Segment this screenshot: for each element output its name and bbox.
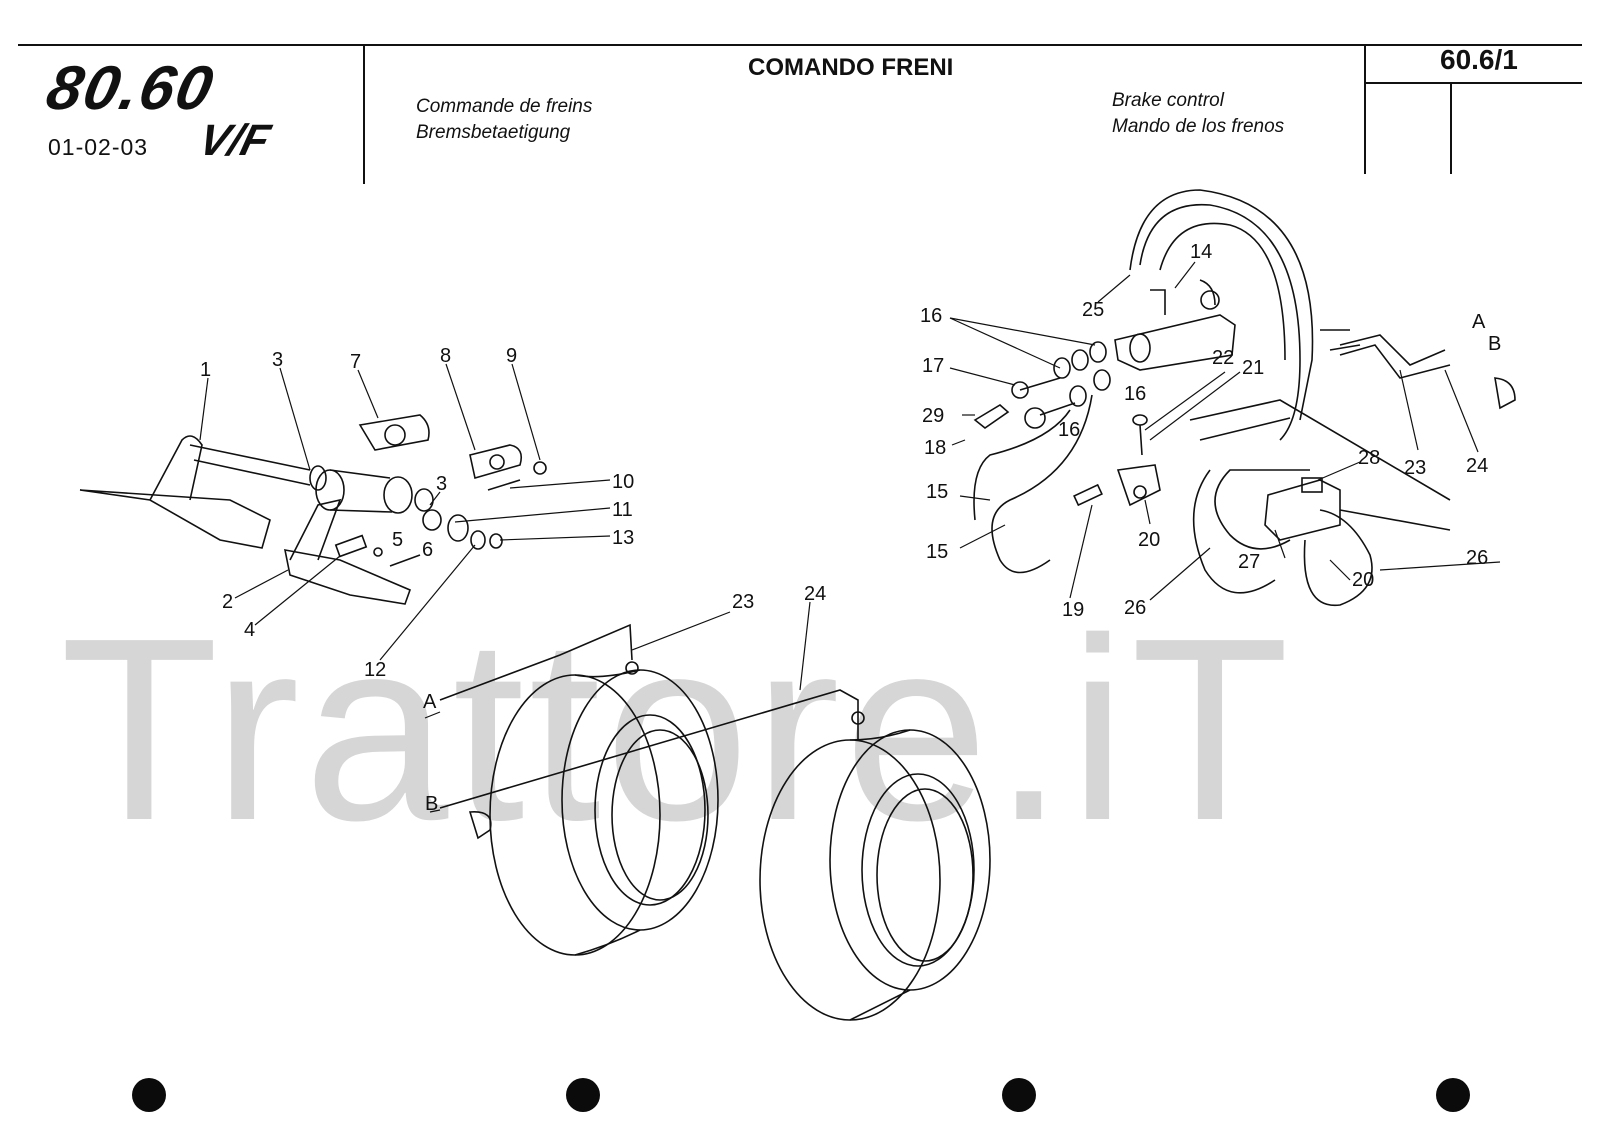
callout-b-right: B (1488, 333, 1501, 355)
page-reference: 60.6/1 (1440, 44, 1518, 75)
callout-5: 5 (392, 529, 403, 551)
callout-26a: 26 (1124, 597, 1146, 619)
callout-6: 6 (422, 539, 433, 561)
pipe-24 (439, 689, 859, 809)
leader-lines-bottom (424, 601, 811, 813)
callout-19: 19 (1062, 599, 1084, 621)
header-divider-right (1364, 44, 1366, 174)
callout-14: 14 (1190, 241, 1212, 263)
pedal-assembly (79, 414, 547, 605)
ref-box-bottom (1364, 82, 1582, 84)
callout-a-right: A (1472, 311, 1486, 333)
callout-26b: 26 (1466, 547, 1488, 569)
callout-16b: 16 (1058, 419, 1080, 441)
part-8 (469, 444, 523, 480)
pedal-2 (283, 549, 412, 605)
header-top-rule (18, 44, 1582, 46)
callout-7: 7 (350, 351, 361, 373)
callout-24-right: 24 (1466, 455, 1488, 477)
binder-hole (1436, 1078, 1470, 1112)
callout-28: 28 (1358, 447, 1380, 469)
pedal-1 (79, 489, 271, 549)
callout-15b: 15 (926, 541, 948, 563)
leader-lines-left (199, 363, 611, 661)
page-title: COMANDO FRENI (748, 54, 954, 81)
callout-2: 2 (222, 591, 233, 613)
callout-29: 29 (922, 405, 944, 427)
callout-21: 21 (1242, 357, 1264, 379)
binder-hole (566, 1078, 600, 1112)
callout-22: 22 (1212, 347, 1234, 369)
watermark: Trattore.iT (60, 585, 1294, 875)
part-7 (358, 414, 430, 451)
callout-3: 3 (272, 349, 283, 371)
callout-8: 8 (440, 345, 451, 367)
callout-a-bottom: A (423, 691, 437, 713)
callouts-right: 14 15 15 16 16 16 17 18 19 20 20 21 22 2… (920, 241, 1501, 621)
callout-17: 17 (922, 355, 944, 377)
callout-24-bottom: 24 (804, 583, 826, 605)
callout-b-bottom: B (425, 793, 438, 815)
callouts-left: 1 2 3 3 4 5 6 7 8 9 10 11 12 13 (200, 345, 634, 681)
binder-hole (1002, 1078, 1036, 1112)
model-codes: 01-02-03 (48, 134, 149, 160)
binder-hole (132, 1078, 166, 1112)
leader-lines-right (949, 261, 1501, 601)
shaft (189, 444, 311, 486)
callout-1: 1 (200, 359, 211, 381)
title-es: Mando de los frenos (1112, 116, 1285, 137)
master-cylinder-assembly (973, 189, 1516, 607)
title-en: Brake control (1112, 90, 1224, 111)
callout-20a: 20 (1138, 529, 1160, 551)
callout-9: 9 (506, 345, 517, 367)
ref-box-divider (1450, 82, 1452, 174)
callouts-bottom: 23 24 A B (423, 583, 826, 815)
callout-13: 13 (612, 527, 634, 549)
callout-18: 18 (924, 437, 946, 459)
header-divider-left (363, 44, 365, 184)
callout-16c: 16 (1124, 383, 1146, 405)
title-de: Bremsbetaetigung (416, 122, 571, 143)
callout-23-bottom: 23 (732, 591, 754, 613)
callout-16a: 16 (920, 305, 942, 327)
callout-3b: 3 (436, 473, 447, 495)
callout-20b: 20 (1352, 569, 1374, 591)
callout-23-right: 23 (1404, 457, 1426, 479)
callout-11: 11 (612, 499, 633, 521)
callout-12: 12 (364, 659, 386, 681)
brake-drums (439, 623, 991, 1021)
callout-27: 27 (1238, 551, 1260, 573)
callout-15a: 15 (926, 481, 948, 503)
callout-25: 25 (1082, 299, 1104, 321)
pipe-23 (439, 623, 633, 701)
callout-4: 4 (244, 619, 255, 641)
title-fr: Commande de freins (416, 96, 593, 117)
callout-10: 10 (612, 471, 634, 493)
